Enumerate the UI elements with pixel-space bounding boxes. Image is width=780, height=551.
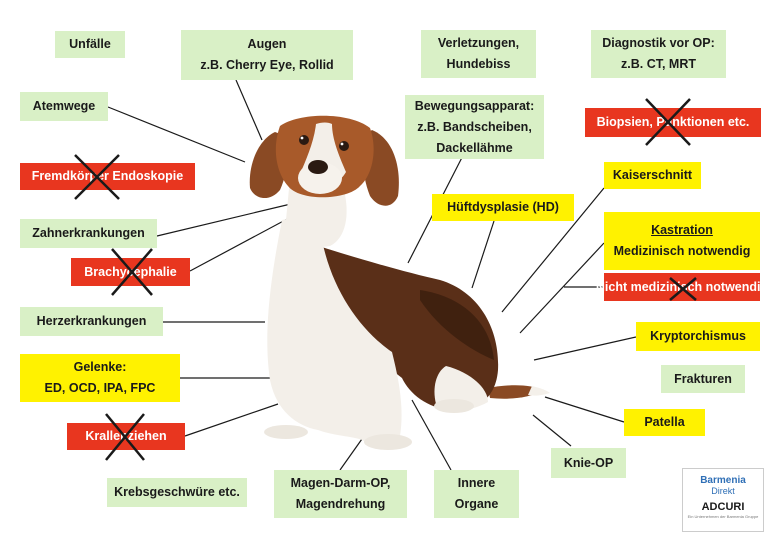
label-text: Unfälle — [69, 37, 111, 51]
label-biopsien: Biopsien, Punktionen etc. — [585, 108, 761, 137]
label-diagnostik: Diagnostik vor OP: z.B. CT, MRT — [591, 30, 726, 78]
logo-text: Direkt — [711, 486, 735, 496]
logo-text: ADCURI — [701, 501, 745, 513]
line-patella — [544, 396, 625, 423]
line-hueftdysplasie — [471, 220, 495, 289]
label-text: Gelenke: — [73, 360, 127, 374]
label-text: Patella — [644, 415, 685, 429]
label-text: Medizinisch notwendig — [613, 244, 751, 258]
label-text: Knie-OP — [563, 455, 614, 470]
label-text: Herzerkrankungen — [36, 314, 147, 328]
cross-out-icon — [669, 277, 697, 301]
label-text: Zahnerkrankungen — [32, 226, 145, 240]
label-fremdkoerper: Fremdkörper Endoskopie — [20, 163, 195, 190]
label-text: Kastration — [651, 223, 713, 237]
line-krallenziehen — [184, 403, 279, 437]
line-kryptorchismus — [533, 336, 637, 361]
label-text: ED, OCD, IPA, FPC — [44, 381, 156, 395]
cross-out-icon — [111, 248, 153, 296]
label-text: Diagnostik vor OP: — [602, 36, 715, 50]
label-text: z.B. Bandscheiben, — [417, 119, 532, 134]
label-krebsgeschwuere: Krebsgeschwüre etc. — [107, 478, 247, 507]
label-herzerkrankungen: Herzerkrankungen — [20, 307, 163, 336]
label-text: Bewegungsapparat: — [414, 98, 535, 113]
label-kaiserschnitt: Kaiserschnitt — [604, 162, 701, 189]
label-patella: Patella — [624, 409, 705, 436]
label-text: Biopsien, Punktionen etc. — [596, 115, 750, 129]
label-frakturen: Frakturen — [661, 365, 745, 393]
logo-tagline: Ein Unternehmen der Barmenia Gruppe — [687, 514, 759, 519]
label-text: Dackellähme — [436, 140, 513, 155]
label-kryptorchismus: Kryptorchismus — [636, 322, 760, 351]
cross-out-icon — [105, 413, 145, 461]
label-text: Hundebiss — [446, 57, 511, 71]
label-zahnerkrankungen: Zahnerkrankungen — [20, 219, 157, 248]
label-atemwege: Atemwege — [20, 92, 108, 121]
logo-text: Barmenia — [700, 475, 746, 486]
label-kastration: Kastration Medizinisch notwendig — [604, 212, 760, 270]
label-bewegungsapparat: Bewegungsapparat: z.B. Bandscheiben, Dac… — [405, 95, 544, 159]
cross-out-icon — [74, 154, 120, 200]
line-augen — [235, 79, 263, 141]
label-text: z.B. Cherry Eye, Rollid — [200, 58, 334, 72]
label-innere-organe: Innere Organe — [434, 470, 519, 518]
label-unfaelle: Unfälle — [55, 31, 125, 58]
label-text: Augen — [247, 37, 287, 51]
label-text: Magen-Darm-OP, — [290, 476, 391, 490]
label-text: Verletzungen, — [437, 36, 520, 50]
label-text: Magendrehung — [295, 497, 386, 511]
label-text: Kryptorchismus — [650, 329, 746, 343]
label-knie-op: Knie-OP — [551, 448, 626, 478]
label-magen-darm: Magen-Darm-OP, Magendrehung — [274, 470, 407, 518]
label-text: Frakturen — [674, 371, 732, 386]
label-text: Kaiserschnitt — [612, 168, 693, 182]
label-text: z.B. CT, MRT — [621, 57, 696, 71]
label-text: Hüftdysplasie (HD) — [447, 200, 559, 214]
barmenia-adcuri-logo: Barmenia Direkt ADCURI Ein Unternehmen d… — [682, 468, 764, 532]
line-zahnerkrankungen — [156, 202, 296, 237]
label-nicht-medizinisch: Nicht medizinisch notwendig — [596, 273, 768, 301]
label-hueftdysplasie: Hüftdysplasie (HD) — [432, 194, 574, 221]
line-knie-op — [532, 414, 572, 447]
label-verletzungen: Verletzungen, Hundebiss — [421, 30, 536, 78]
line-kaiserschnitt — [501, 187, 605, 313]
cross-out-icon — [645, 98, 691, 146]
line-atemwege — [107, 106, 246, 163]
label-text: Krebsgeschwüre etc. — [114, 485, 240, 499]
label-text: Organe — [454, 497, 499, 511]
label-augen: Augen z.B. Cherry Eye, Rollid — [181, 30, 353, 80]
label-text: Innere — [457, 476, 496, 490]
label-gelenke: Gelenke: ED, OCD, IPA, FPC — [20, 354, 180, 402]
label-text: Fremdkörper Endoskopie — [31, 169, 184, 183]
label-text: Nicht medizinisch notwendig — [595, 279, 769, 294]
label-text: Atemwege — [32, 99, 96, 113]
line-innere-organe — [411, 399, 452, 471]
line-kastration — [519, 242, 605, 334]
